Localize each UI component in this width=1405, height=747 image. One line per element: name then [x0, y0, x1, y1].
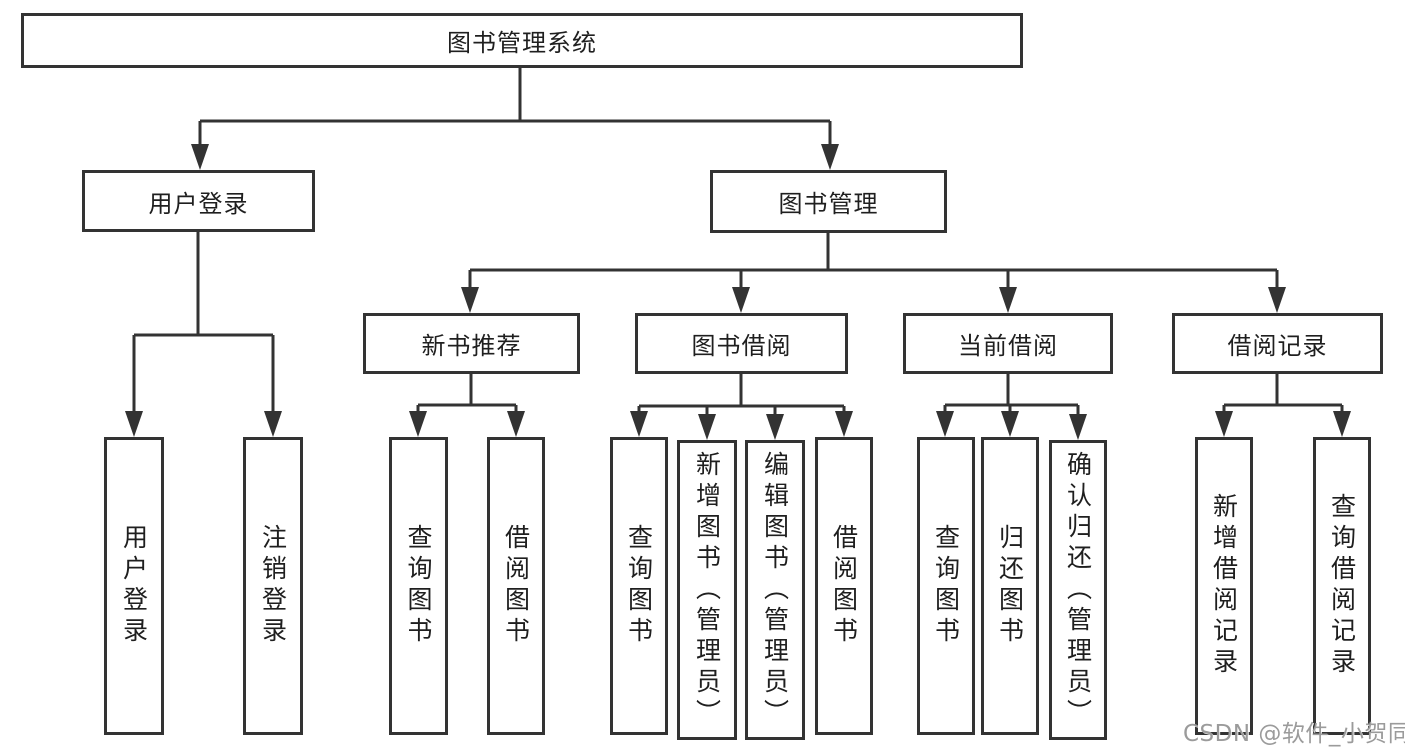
leaf-logout: 注销登录	[243, 437, 303, 735]
leaf-add-book-admin: 新增图书（管理员）	[677, 440, 737, 740]
leaf-label: 确认归还（管理员）	[1063, 450, 1093, 730]
leaf-label: 查询图书	[404, 524, 433, 648]
node-book-borrowing: 图书借阅	[635, 313, 848, 374]
leaf-label: 查询图书	[624, 524, 654, 648]
leaf-query-books-borrowing: 查询图书	[610, 437, 668, 735]
node-current-borrowing: 当前借阅	[903, 313, 1113, 374]
node-library-management-system: 图书管理系统	[21, 13, 1023, 68]
leaf-label: 编辑图书（管理员）	[760, 450, 790, 730]
leaf-label: 借阅图书	[501, 524, 531, 648]
leaf-label: 查询借阅记录	[1327, 493, 1357, 679]
node-user-login: 用户登录	[82, 170, 315, 232]
leaf-query-books-recommend: 查询图书	[389, 437, 448, 735]
connector-lines	[132, 68, 1344, 416]
leaf-label: 查询图书	[931, 524, 961, 648]
leaf-label: 归还图书	[995, 524, 1025, 648]
node-borrowing-records: 借阅记录	[1172, 313, 1383, 374]
leaf-borrow-books-borrowing: 借阅图书	[815, 437, 873, 735]
leaf-label: 注销登录	[258, 524, 288, 648]
arrow-down-icon	[835, 411, 853, 437]
leaf-label: 用户登录	[119, 524, 149, 648]
leaf-edit-book-admin: 编辑图书（管理员）	[745, 440, 805, 740]
arrow-down-icon	[507, 411, 525, 437]
node-new-book-recommendation: 新书推荐	[363, 313, 580, 374]
leaf-user-login: 用户登录	[104, 437, 164, 735]
arrow-down-icon	[698, 414, 716, 440]
arrow-down-icon	[264, 411, 282, 437]
leaf-label: 借阅图书	[829, 524, 859, 648]
arrow-down-icon	[936, 411, 954, 437]
leaf-return-books: 归还图书	[981, 437, 1039, 735]
node-book-management: 图书管理	[710, 170, 947, 233]
arrow-down-icon	[1333, 411, 1351, 437]
arrow-down-icon	[1001, 411, 1019, 437]
leaf-borrow-books-recommend: 借阅图书	[487, 437, 545, 735]
arrow-down-icon	[821, 144, 839, 170]
arrow-down-icon	[461, 287, 479, 313]
arrow-down-icon	[766, 414, 784, 440]
leaf-query-borrow-record: 查询借阅记录	[1313, 437, 1371, 735]
arrow-down-icon	[1069, 414, 1087, 440]
arrow-down-icon	[125, 411, 143, 437]
arrow-down-icon	[630, 411, 648, 437]
arrow-down-icon	[999, 287, 1017, 313]
arrow-down-icon	[1215, 411, 1233, 437]
leaf-label: 新增借阅记录	[1209, 493, 1239, 679]
arrow-down-icon	[1268, 287, 1286, 313]
arrow-down-icon	[409, 411, 427, 437]
leaf-confirm-return-admin: 确认归还（管理员）	[1049, 440, 1107, 740]
leaf-query-books-current: 查询图书	[917, 437, 975, 735]
leaf-label: 新增图书（管理员）	[692, 450, 722, 730]
leaf-add-borrow-record: 新增借阅记录	[1195, 437, 1253, 735]
arrow-down-icon	[732, 287, 750, 313]
arrow-down-icon	[191, 144, 209, 170]
